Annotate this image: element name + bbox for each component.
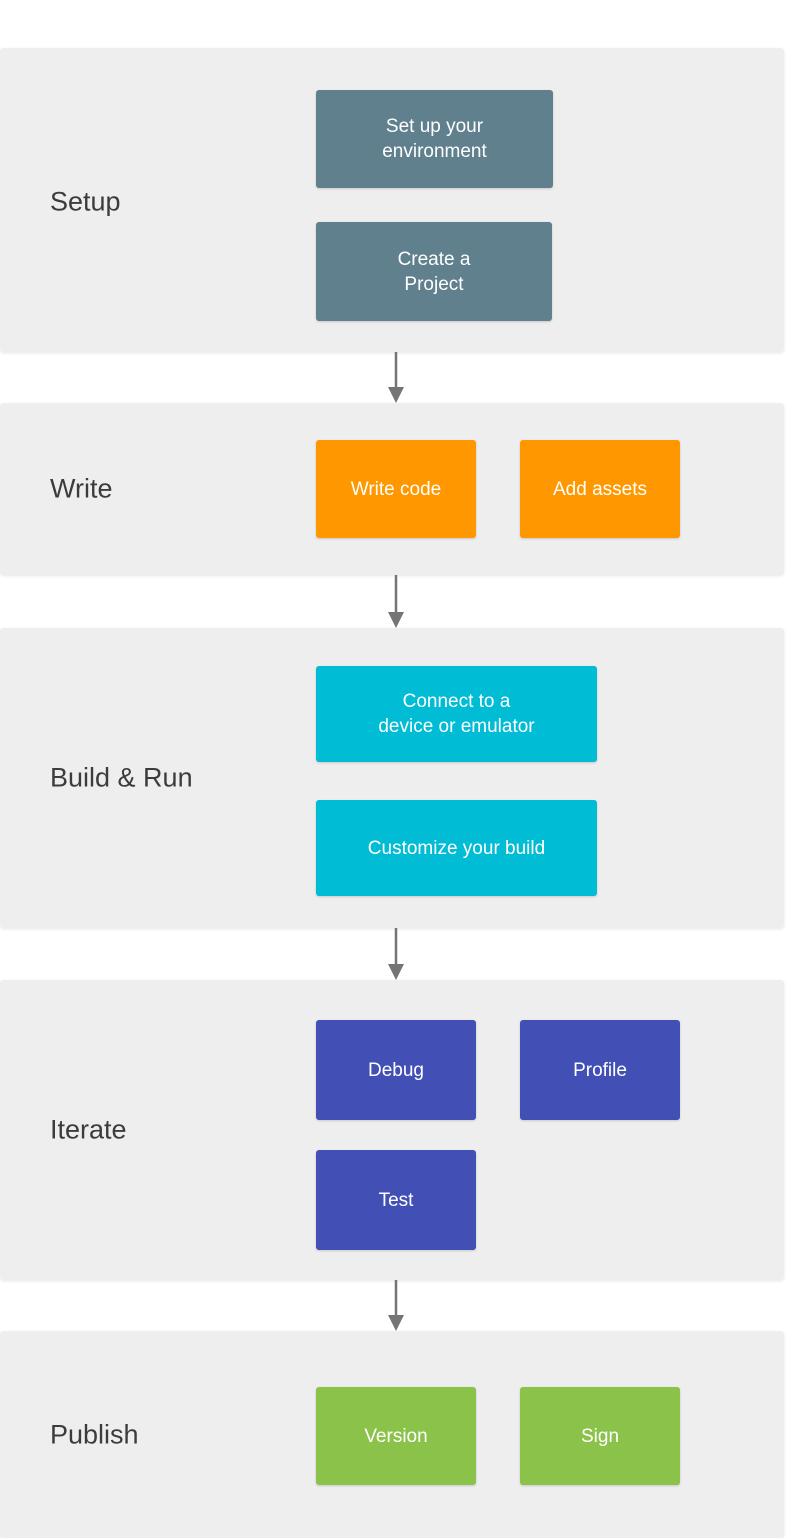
- stage-label-setup: Setup: [50, 186, 121, 217]
- task-box-version[interactable]: Version: [316, 1387, 476, 1485]
- task-box-create-a-project[interactable]: Create a Project: [316, 222, 552, 321]
- task-box-debug[interactable]: Debug: [316, 1020, 476, 1120]
- task-box-sign[interactable]: Sign: [520, 1387, 680, 1485]
- stage-label-publish: Publish: [50, 1419, 139, 1450]
- stage-label-iterate: Iterate: [50, 1114, 127, 1145]
- task-box-test[interactable]: Test: [316, 1150, 476, 1250]
- arrow-build-run-to-iterate-icon: [384, 928, 408, 980]
- task-box-customize-your-build[interactable]: Customize your build: [316, 800, 597, 896]
- task-box-connect-to-a-device-or-emulator[interactable]: Connect to a device or emulator: [316, 666, 597, 762]
- task-box-add-assets[interactable]: Add assets: [520, 440, 680, 538]
- task-box-set-up-your-environment[interactable]: Set up your environment: [316, 90, 553, 188]
- arrow-iterate-to-publish-icon: [384, 1280, 408, 1331]
- arrow-write-to-build-run-icon: [384, 575, 408, 628]
- task-box-profile[interactable]: Profile: [520, 1020, 680, 1120]
- task-box-write-code[interactable]: Write code: [316, 440, 476, 538]
- stage-label-write: Write: [50, 473, 113, 504]
- arrow-setup-to-write-icon: [384, 352, 408, 403]
- stage-label-build-run: Build & Run: [50, 762, 193, 793]
